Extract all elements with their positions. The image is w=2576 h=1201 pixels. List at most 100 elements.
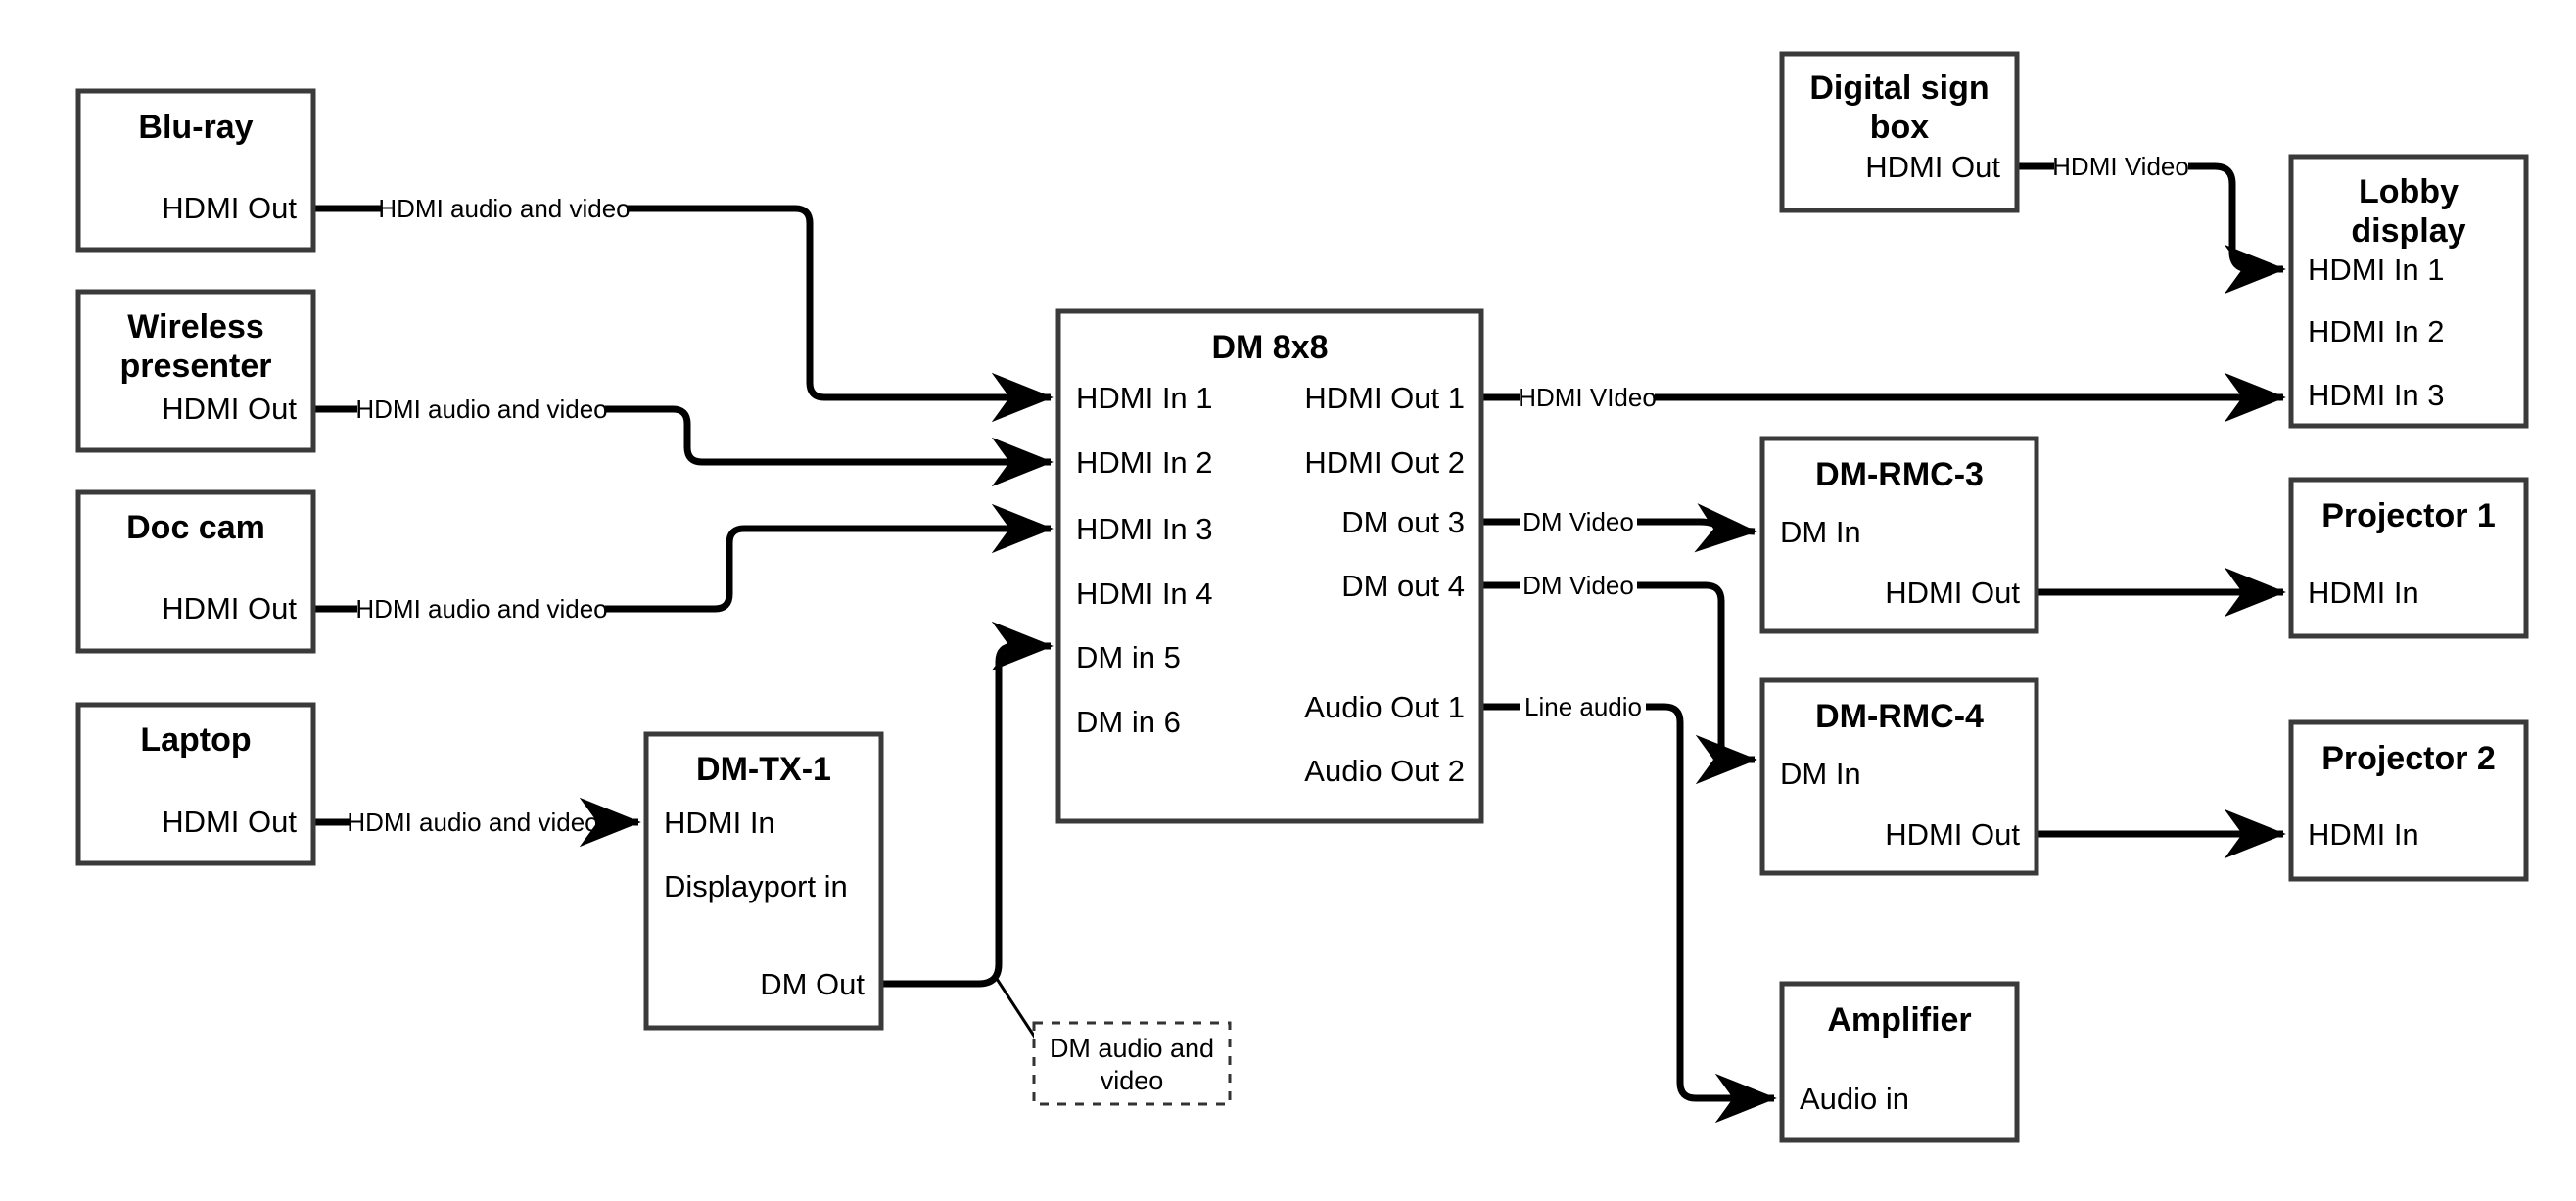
port-hdmi-in-2: HDMI In 2 (1076, 445, 1213, 480)
callout-text-line2: video (1101, 1066, 1164, 1095)
box-outline (2288, 719, 2529, 882)
device-box-lobby-display[interactable]: Lobby display HDMI In 1 HDMI In 2 HDMI I… (2288, 154, 2529, 429)
box-title-line1: Wireless (127, 308, 264, 346)
port-hdmi-in: HDMI In (2308, 576, 2419, 610)
wire-label-hdmi-video-out1: HDMI VIdeo (1518, 383, 1657, 412)
connection-dmtx1-to-dm8x8 (881, 621, 1054, 1053)
port-hdmi-out: HDMI Out (1885, 817, 2020, 852)
box-outline (75, 88, 316, 253)
device-box-projector-1[interactable]: Projector 1 HDMI In (2288, 477, 2529, 639)
port-audio-out-2: Audio Out 2 (1304, 754, 1465, 788)
box-outline (1779, 981, 2020, 1143)
box-title: DM-RMC-3 (1815, 456, 1984, 493)
wire-segment (881, 621, 1054, 988)
port-hdmi-in: HDMI In (664, 806, 775, 840)
box-title: Projector 1 (2321, 497, 2496, 534)
box-title: DM-RMC-4 (1815, 698, 1984, 735)
device-box-digital-sign-box[interactable]: Digital sign box HDMI Out (1779, 51, 2020, 213)
connection-wireless-to-dm8x8: HDMI audio and video (313, 394, 1054, 487)
connection-dm8x8-to-amplifier: Line audio (1481, 692, 1777, 1124)
box-outline (75, 489, 316, 654)
box-outline (75, 289, 316, 453)
device-box-dm-8x8[interactable]: DM 8x8 HDMI In 1 HDMI In 2 HDMI In 3 HDM… (1055, 308, 1484, 824)
port-hdmi-in-1: HDMI In 1 (2308, 253, 2445, 287)
port-audio-in: Audio in (1800, 1082, 1909, 1116)
device-box-amplifier[interactable]: Amplifier Audio in (1779, 981, 2020, 1143)
connection-bluray-to-dm8x8: HDMI audio and video (313, 194, 1054, 423)
port-hdmi-out: HDMI Out (162, 805, 297, 839)
port-hdmi-out-2: HDMI Out 2 (1304, 445, 1465, 480)
connection-dm8x8-to-rmc3: DM Video (1481, 503, 1757, 553)
port-dm-in-6: DM in 6 (1076, 705, 1181, 739)
callout-text-line1: DM audio and (1050, 1034, 1214, 1063)
wire-label-wireless: HDMI audio and video (355, 394, 607, 424)
wire-segment (605, 405, 1054, 487)
box-outline (1055, 308, 1484, 824)
connection-dm8x8-to-lobby: HDMI VIdeo (1481, 372, 2286, 423)
connection-dm8x8-to-rmc4: DM Video (1481, 571, 1757, 785)
wire-label-line-audio: Line audio (1524, 692, 1642, 721)
wire-segment (605, 503, 1054, 613)
box-title: Laptop (140, 721, 251, 759)
box-title-line1: Digital sign (1809, 69, 1989, 107)
device-box-wireless-presenter[interactable]: Wireless presenter HDMI Out (75, 289, 316, 453)
box-outline (1779, 51, 2020, 213)
wire-label-dm-video-3: DM Video (1522, 507, 1634, 536)
device-box-blu-ray[interactable]: Blu-ray HDMI Out (75, 88, 316, 253)
device-box-projector-2[interactable]: Projector 2 HDMI In (2288, 719, 2529, 882)
box-title-line2: presenter (120, 347, 272, 385)
port-hdmi-out: HDMI Out (1885, 576, 2020, 610)
port-dm-in: DM In (1780, 757, 1861, 791)
box-title: DM-TX-1 (696, 751, 831, 788)
box-title-line2: display (2351, 212, 2465, 250)
callout-dm-audio-and-video: DM audio and video (1032, 1021, 1232, 1106)
connection-laptop-to-dmtx1: HDMI audio and video (313, 797, 641, 848)
wire-segment (2188, 162, 2286, 295)
wire-label-bluray: HDMI audio and video (378, 194, 630, 223)
box-title: Projector 2 (2321, 740, 2496, 777)
port-displayport-in: Displayport in (664, 869, 848, 903)
port-hdmi-in-4: HDMI In 4 (1076, 577, 1213, 611)
wire-segment (627, 205, 1054, 423)
device-box-dm-rmc-3[interactable]: DM-RMC-3 DM In HDMI Out (1759, 436, 2039, 634)
device-box-doc-cam[interactable]: Doc cam HDMI Out (75, 489, 316, 654)
wire-label-hdmi-video-sign: HDMI Video (2052, 152, 2189, 181)
box-title-line2: box (1870, 109, 1930, 146)
port-dm-out-3: DM out 3 (1341, 505, 1465, 539)
box-outline (1759, 677, 2039, 876)
wire-segment (1646, 703, 1777, 1124)
port-hdmi-in-3: HDMI In 3 (1076, 512, 1213, 546)
connection-doccam-to-dm8x8: HDMI audio and video (313, 503, 1054, 624)
port-dm-in: DM In (1780, 515, 1861, 549)
port-dm-in-5: DM in 5 (1076, 640, 1181, 674)
port-audio-out-1: Audio Out 1 (1304, 690, 1465, 724)
port-hdmi-out: HDMI Out (1865, 150, 2000, 184)
port-hdmi-out: HDMI Out (162, 591, 297, 625)
device-box-dm-rmc-4[interactable]: DM-RMC-4 DM In HDMI Out (1759, 677, 2039, 876)
callout-outline (1032, 1021, 1232, 1106)
port-dm-out-4: DM out 4 (1341, 569, 1465, 603)
box-outline (2288, 154, 2529, 429)
port-hdmi-in-3: HDMI In 3 (2308, 378, 2445, 412)
port-hdmi-in: HDMI In (2308, 817, 2419, 852)
port-hdmi-out-1: HDMI Out 1 (1304, 381, 1465, 415)
port-hdmi-in-1: HDMI In 1 (1076, 381, 1213, 415)
box-title: Blu-ray (138, 109, 253, 146)
port-dm-out: DM Out (760, 967, 865, 1001)
box-outline (75, 702, 316, 866)
box-outline (643, 731, 884, 1031)
device-box-dm-tx-1[interactable]: DM-TX-1 HDMI In Displayport in DM Out (643, 731, 884, 1031)
device-box-laptop[interactable]: Laptop HDMI Out (75, 702, 316, 866)
port-hdmi-out: HDMI Out (162, 392, 297, 426)
wire-segment (1637, 503, 1757, 553)
box-title: DM 8x8 (1211, 329, 1328, 366)
box-outline (2288, 477, 2529, 639)
box-outline (1759, 436, 2039, 634)
port-hdmi-out: HDMI Out (162, 191, 297, 225)
box-title: Amplifier (1827, 1001, 1971, 1039)
box-title-line1: Lobby (2359, 173, 2459, 210)
wire-label-laptop: HDMI audio and video (347, 808, 598, 837)
connection-signbox-to-lobby: HDMI Video (2017, 152, 2286, 295)
